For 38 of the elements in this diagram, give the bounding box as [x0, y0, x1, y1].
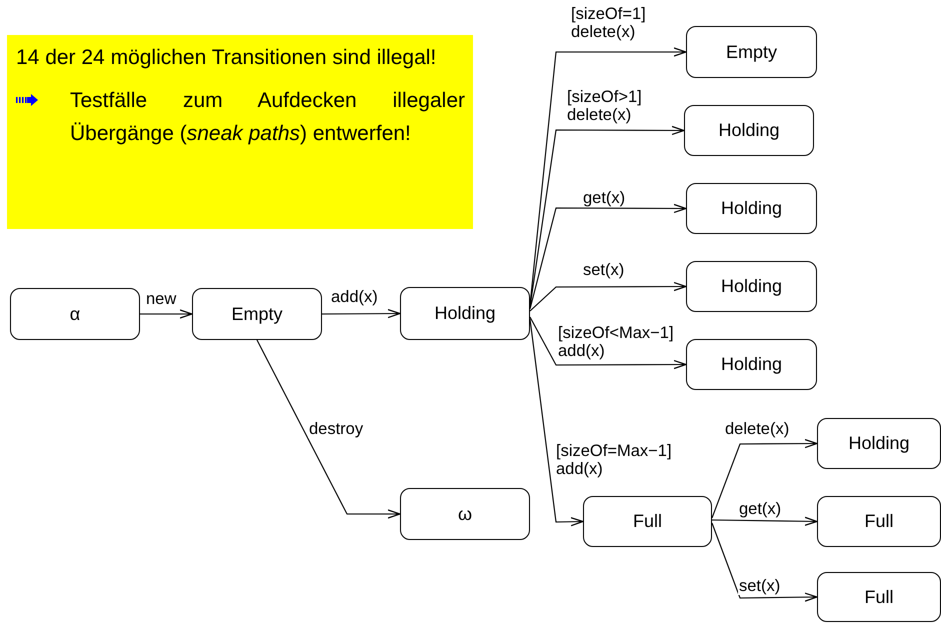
transition-arrow: [529, 126, 685, 308]
transition-arrow: [140, 309, 193, 319]
edge-label: [sizeOf<Max−1] add(x): [557, 324, 675, 360]
edge-label: [sizeOf>1] delete(x): [566, 88, 643, 124]
transition-arrow: [712, 516, 818, 526]
state-box: Full: [817, 572, 941, 622]
state-box: Holding: [686, 183, 817, 234]
edge-label: [sizeOf=Max−1] add(x): [555, 442, 673, 478]
edge-label: add(x): [330, 288, 379, 306]
edge-label: set(x): [738, 577, 782, 595]
state-box: Empty: [192, 288, 322, 340]
state-box: Empty: [686, 26, 817, 78]
edge-label: destroy: [308, 420, 364, 438]
state-box: Holding: [684, 105, 814, 156]
transition-arrow: [256, 340, 401, 519]
note-panel: [7, 35, 473, 229]
transition-arrow: [711, 522, 818, 602]
state-box: Holding: [817, 418, 941, 469]
state-box: Holding: [686, 261, 817, 312]
state-box: Holding: [400, 287, 530, 340]
state-box: Full: [817, 496, 941, 547]
note-text: 14 der 24 möglichen Transitionen sind illegal!: [16, 45, 438, 71]
edge-label: set(x): [582, 261, 626, 279]
transition-arrow: [530, 282, 687, 312]
bullet-text: Testfälle zum Aufdecken illegaler Übergänge (sneak paths) entwerfen!: [70, 88, 465, 147]
edge-label: delete(x): [724, 420, 790, 438]
edge-label: get(x): [582, 189, 626, 207]
edge-label: get(x): [738, 500, 782, 518]
transition-arrow: [711, 438, 818, 518]
transition-arrow: [529, 318, 584, 526]
state-box: ω: [400, 488, 530, 540]
edge-label: [sizeOf=1] delete(x): [570, 5, 647, 41]
transition-arrow: [322, 308, 401, 318]
transition-arrow: [529, 204, 687, 310]
state-box: Full: [583, 496, 712, 547]
state-box: α: [10, 288, 140, 340]
state-box: Holding: [686, 339, 817, 390]
transition-arrow: [530, 316, 687, 370]
